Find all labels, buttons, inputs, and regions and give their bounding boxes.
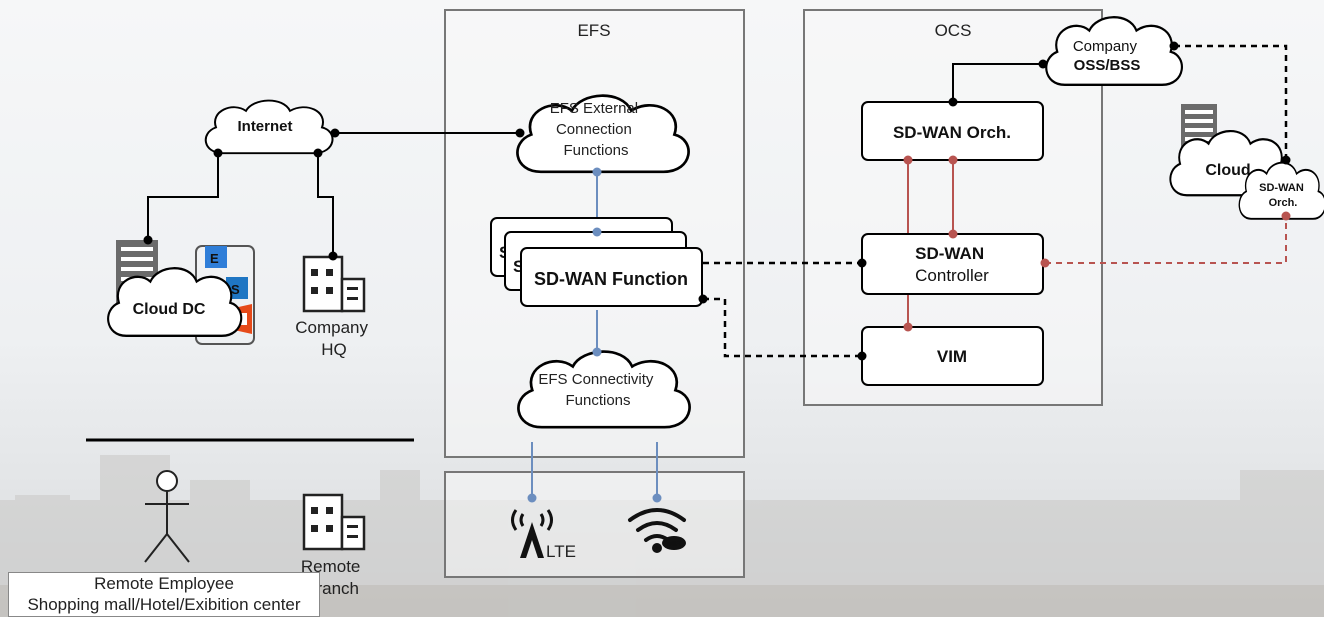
access-frame [444,471,745,578]
stack-peek-2: S [513,257,524,276]
exchange-icon: E [205,246,227,268]
sdwan-orchestrator-label: SD-WAN Orch. [893,123,1011,142]
svg-text:Company OSS/BSS: Company OSS/BSS [1073,38,1141,74]
person-icon [144,470,190,563]
company-hq-building-icon [302,255,366,313]
company-hq-label: Company HQ [295,318,373,359]
efs-external-line3: Functions [563,142,628,159]
sdwan-controller-line2: Controller [915,266,989,285]
cloud-dc-label: Cloud DC [133,301,206,318]
remote-employee-location: Shopping mall/Hotel/Exibition center [27,595,301,614]
sdwan-controller-line1: SD-WAN [915,244,984,263]
cloud-dc-group: E S Cloud DC [106,240,255,345]
remote-branch-label: Remote branch [301,557,365,598]
external-orch-line2: Orch. [1269,197,1298,209]
remote-employee-caption: Remote Employee Shopping mall/Hotel/Exib… [8,572,320,617]
external-cloud-label: Cloud [1205,162,1250,179]
efs-connectivity-line2: Functions [565,392,630,409]
external-cloud-group: Cloud SD-WAN Orch. [1169,104,1324,220]
company-oss-bss-cloud: Company OSS/BSS [1045,16,1184,86]
efs-external-line2: Connection [556,121,632,138]
sdwan-function-box[interactable] [520,247,703,307]
efs-connectivity-line1: EFS Connectivity [538,371,654,388]
remote-branch-building-icon [302,493,366,551]
oss-line1: Company [1073,38,1138,55]
sdwan-function-stack[interactable]: S S SD-WAN Function [490,217,703,307]
svg-text:E: E [210,251,219,266]
internet-label: Internet [237,118,292,135]
vim-label: VIM [937,347,967,366]
svg-text:EFS Connectivity Functio: EFS Connectivity Functions [538,371,657,409]
sdwan-controller-node[interactable]: SD-WAN Controller [861,233,1044,295]
svg-text:S: S [231,282,240,297]
management-links [703,44,1288,358]
lte-antenna-icon [511,509,553,558]
connection-points [143,41,1291,503]
external-orch-line1: SD-WAN [1259,182,1304,194]
svg-text:EFS External Connection: EFS External Connection Functions [550,100,643,159]
efs-external-connection-cloud: EFS External Connection Functions [516,94,690,174]
wifi-icon: WiFi [628,508,686,553]
oss-line2: OSS/BSS [1074,57,1141,74]
sdwan-function-label: SD-WAN Function [534,269,688,289]
svg-text:SD-WAN Orch.: SD-WAN Orch. [1259,182,1307,209]
svg-text:SD-WAN Controller: SD-WAN Controller [915,244,989,285]
physical-links [147,63,1043,256]
efs-connectivity-cloud: EFS Connectivity Functions [517,350,691,429]
efs-external-line1: EFS External [550,100,638,117]
vim-node[interactable]: VIM [861,326,1044,386]
remote-employee-label: Remote Employee [94,574,234,593]
ocs-title: OCS [935,21,972,40]
efs-title: EFS [577,21,610,40]
lte-label: LTE [546,542,576,561]
sdwan-orchestrator-node[interactable]: SD-WAN Orch. [861,101,1044,161]
internet-cloud: Internet [204,99,334,155]
control-plane-links [907,160,1287,327]
wifi-badge-text: WiFi [667,541,682,548]
